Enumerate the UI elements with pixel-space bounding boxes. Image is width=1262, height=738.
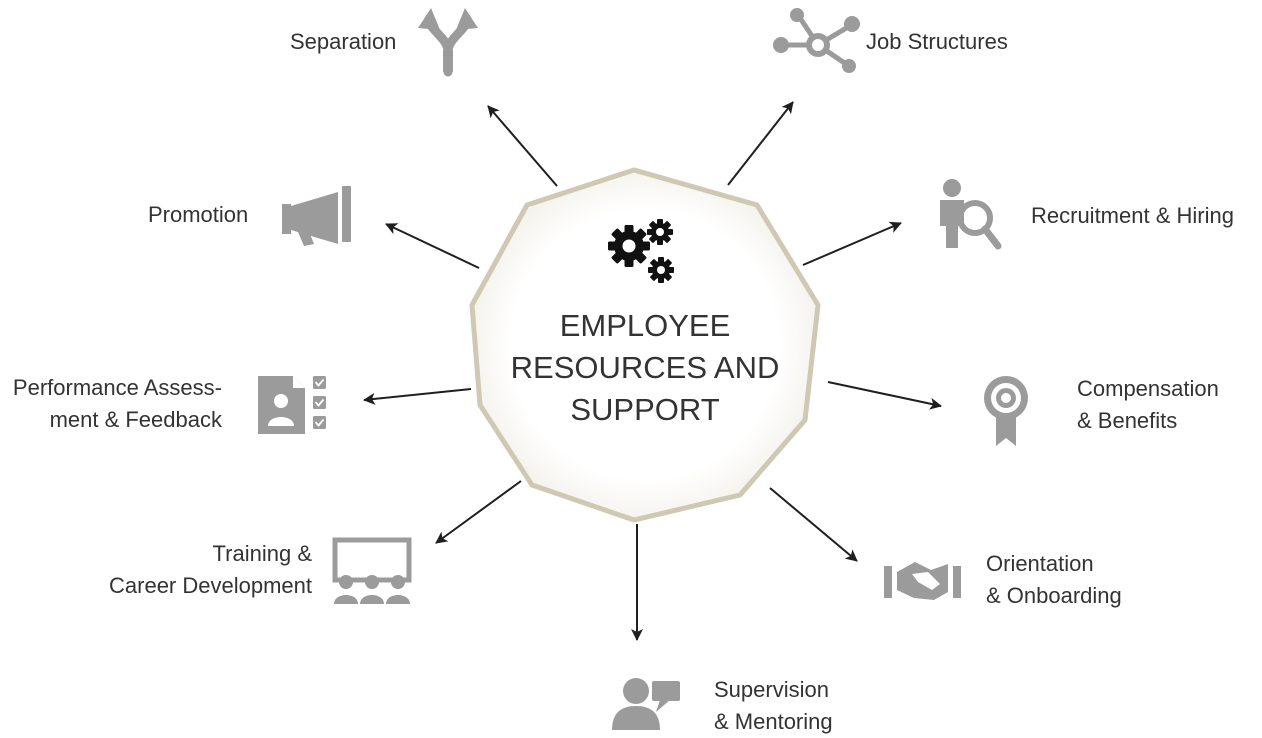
arrow-performance (363, 388, 472, 405)
arrow-training (435, 480, 522, 544)
label-recruitment-line-1: Recruitment & Hiring (1031, 203, 1234, 228)
label-promotion-line-1: Promotion (148, 202, 249, 227)
arrow-separation (487, 105, 558, 187)
label-promotion: Promotion (148, 199, 248, 231)
center-title: EMPLOYEE RESOURCES AND SUPPORT (480, 305, 810, 431)
label-compensation-line-2: & Benefits (1077, 408, 1178, 433)
label-job-structures: Job Structures (866, 26, 1008, 58)
center-nonagon (469, 167, 821, 523)
label-compensation: Compensation & Benefits (1077, 373, 1219, 437)
arrow-compensation (827, 381, 942, 410)
center-title-line-3: SUPPORT (570, 392, 720, 427)
label-supervision: Supervision & Mentoring (714, 674, 833, 738)
label-performance: Performance Assess- ment & Feedback (13, 372, 222, 436)
person-chat-icon (612, 678, 680, 730)
network-icon (773, 8, 860, 73)
gears-icon (608, 219, 674, 283)
classroom-icon (332, 537, 412, 604)
split-arrows-icon (418, 8, 478, 77)
label-separation: Separation (290, 26, 396, 58)
label-separation-line-1: Separation (290, 29, 397, 54)
megaphone-icon (282, 186, 351, 246)
center-title-line-1: EMPLOYEE (559, 308, 731, 343)
label-training-line-1: Training & (212, 541, 312, 566)
handshake-icon (884, 562, 961, 600)
label-orientation: Orientation & Onboarding (986, 548, 1122, 612)
label-supervision-line-2: & Mentoring (714, 709, 833, 734)
arrow-promotion (385, 223, 480, 269)
label-training: Training & Career Development (109, 538, 312, 602)
checklist-profile-icon (258, 376, 326, 434)
arrow-orientation (769, 487, 858, 562)
label-performance-line-2: ment & Feedback (49, 407, 222, 432)
person-search-icon (940, 179, 1002, 250)
arrow-recruitment (802, 221, 902, 266)
label-orientation-line-1: Orientation (986, 551, 1094, 576)
center-title-line-2: RESOURCES AND (510, 350, 780, 385)
label-supervision-line-1: Supervision (714, 677, 829, 702)
label-performance-line-1: Performance Assess- (12, 375, 222, 400)
label-orientation-line-2: & Onboarding (986, 583, 1122, 608)
label-compensation-line-1: Compensation (1077, 376, 1219, 401)
arrow-job-structures (727, 101, 794, 186)
award-ribbon-icon (984, 376, 1028, 446)
label-recruitment: Recruitment & Hiring (1031, 200, 1234, 232)
label-job-structures-line-1: Job Structures (866, 29, 1008, 54)
label-training-line-2: Career Development (109, 573, 312, 598)
